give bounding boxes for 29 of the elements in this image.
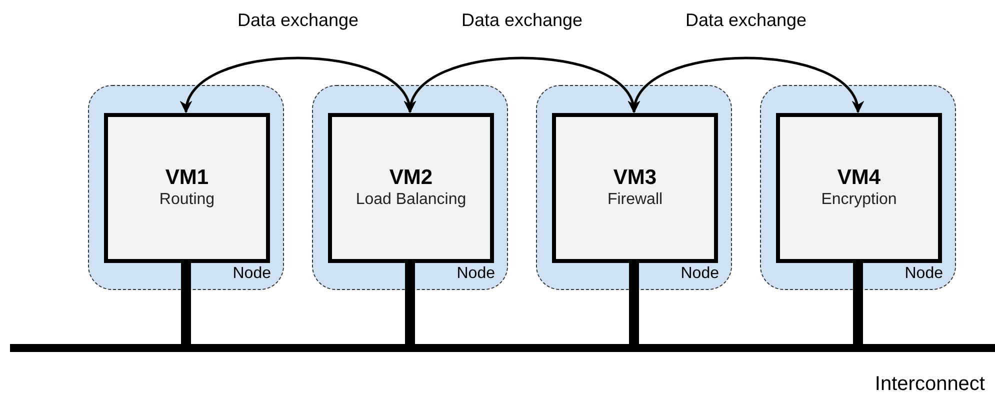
vm-box [104,113,270,263]
node-region [88,85,284,290]
vm-function: Load Balancing [356,190,466,210]
bus-line [405,262,415,345]
vm-title: VM3 [613,166,657,190]
node-region [760,85,956,290]
vm-function: Encryption [821,190,897,210]
node-region [312,85,508,290]
edge-label: Data exchange [685,10,807,31]
edge-label: Data exchange [461,10,583,31]
node-label: Node [456,265,495,283]
vm-box [776,113,942,263]
node-region [536,85,732,290]
vm-box [552,113,718,263]
edge-label: Data exchange [237,10,359,31]
curved-arrow [630,56,862,114]
bus-line [853,262,863,345]
vm-function: Routing [159,190,215,210]
vm-title: VM1 [165,166,209,190]
vm-box [328,113,494,263]
node-label: Node [232,265,271,283]
bus-label: Interconnect [874,373,985,396]
bus-line [181,262,191,345]
vm-title: VM2 [389,166,433,190]
node-label: Node [680,265,719,283]
bus-line [629,262,639,345]
vm-title: VM4 [837,166,881,190]
vm-function: Firewall [607,190,663,210]
node-label: Node [904,265,943,283]
